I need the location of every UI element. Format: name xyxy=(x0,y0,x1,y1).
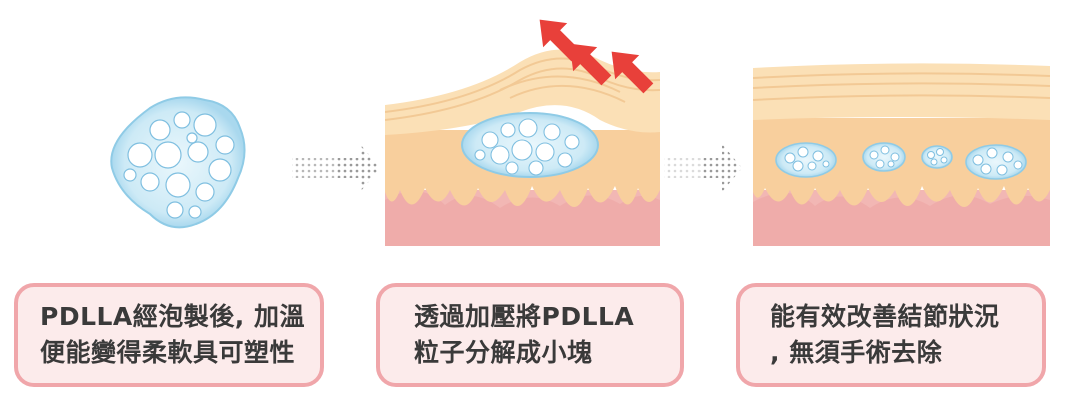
transition-arrow-2 xyxy=(664,144,742,192)
caption-step-3: 能有效改善結節狀況 , 無須手術去除 xyxy=(736,283,1046,387)
caption-step-1: PDLLA經泡製後, 加溫 便能變得柔軟具可塑性 xyxy=(14,283,324,387)
pdlla-particle-small-4 xyxy=(965,144,1027,180)
pdlla-particle-small-2 xyxy=(862,142,906,172)
caption-step-3-line-2: , 無須手術去除 xyxy=(770,338,943,367)
pdlla-particle-small-3 xyxy=(921,145,953,169)
caption-step-2: 透過加壓將PDLLA 粒子分解成小塊 xyxy=(376,283,684,387)
caption-step-2-line-2: 粒子分解成小塊 xyxy=(414,338,593,367)
pdlla-particle-large xyxy=(110,96,246,229)
diagram-scene xyxy=(110,19,1050,246)
caption-step-1-line-1: PDLLA經泡製後, 加溫 xyxy=(40,302,305,331)
pressure-arrows xyxy=(539,19,654,94)
pdlla-particle-small-1 xyxy=(775,142,837,178)
caption-step-3-line-1: 能有效改善結節狀況 xyxy=(770,302,1000,331)
caption-step-2-line-1: 透過加壓將PDLLA xyxy=(414,302,635,331)
caption-step-1-line-2: 便能變得柔軟具可塑性 xyxy=(40,338,296,367)
transition-arrow-1 xyxy=(292,144,380,192)
